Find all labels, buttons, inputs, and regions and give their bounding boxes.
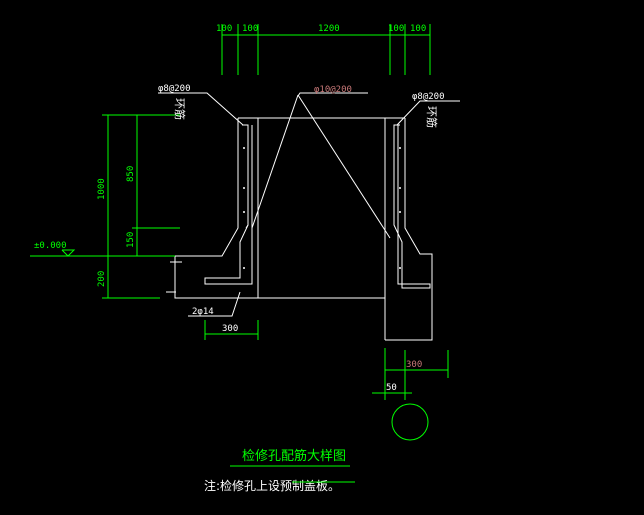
- leader-lines: [158, 92, 460, 317]
- drawing-title: 检修孔配筋大样图: [242, 448, 346, 464]
- rebar-dot: [399, 267, 401, 269]
- rebar-dot: [399, 211, 401, 213]
- right-rebar-spec: φ8@200: [412, 92, 445, 102]
- top-dim-text-5: 100: [410, 24, 426, 34]
- left-labels: φ8@200 环筋 1000 850 150 ±0.000 200 2φ14: [34, 84, 214, 317]
- rebar-lines: [204, 94, 431, 289]
- elevation-symbol: [61, 249, 76, 257]
- detail-marker-circle: [391, 403, 429, 441]
- rebar-dot: [399, 187, 401, 189]
- top-dim-text-2: 100: [242, 24, 258, 34]
- rebar-dot: [399, 147, 401, 149]
- rebar-dot: [243, 267, 245, 269]
- right-bottom-dimensions: [372, 348, 449, 400]
- top-dim-text-3: 1200: [318, 24, 340, 34]
- rebar-dot: [243, 211, 245, 213]
- right-labels: φ8@200 环筋: [412, 92, 445, 128]
- bottom-rebar-leader: [188, 291, 241, 317]
- rebar-dot: [243, 187, 245, 189]
- left-wall-outer: [175, 118, 239, 257]
- diag-rebar-left: [251, 94, 299, 229]
- diag-rebar-left-b: [245, 224, 249, 229]
- base-height-text: 200: [97, 271, 107, 287]
- left-leader: [158, 92, 244, 126]
- height-lower-text: 150: [126, 232, 136, 248]
- drawing-note: 注:检修孔上设预制盖板。: [204, 478, 340, 493]
- top-dimension-chain: [221, 24, 431, 75]
- center-leader: [297, 92, 368, 97]
- left-ring-rebar: [204, 124, 253, 285]
- right-ring-rebar: [393, 124, 431, 289]
- left-base: [174, 256, 258, 299]
- concrete-outline: [174, 117, 433, 341]
- right-width-text: 300: [406, 360, 422, 370]
- left-dimensions: [30, 114, 180, 299]
- center-rebar-spec: φ10@200: [314, 85, 352, 95]
- bottom-width-text: 300: [222, 324, 238, 334]
- right-wall-outer: [385, 118, 433, 341]
- right-leader: [396, 100, 460, 126]
- left-dim-ticks: [166, 261, 182, 293]
- height-upper-text: 850: [126, 166, 136, 182]
- top-dimension-texts: 100 100 1200 100 100: [216, 24, 426, 34]
- rebar-dots: [243, 147, 401, 269]
- bottom-rebar-text: 2φ14: [192, 307, 214, 317]
- right-rebar-name: 环筋: [425, 106, 439, 128]
- height-total-text: 1000: [97, 178, 107, 200]
- elevation-text: ±0.000: [34, 241, 67, 251]
- top-dim-text-4: 100: [388, 24, 404, 34]
- right-offset-text: 50: [386, 383, 397, 393]
- left-rebar-name: 环筋: [173, 98, 187, 120]
- rebar-dot: [243, 147, 245, 149]
- bottom-width-dimension: [204, 320, 259, 340]
- top-dim-text-1: 100: [216, 24, 232, 34]
- diag-rebar-right: [297, 94, 391, 239]
- left-rebar-spec: φ8@200: [158, 84, 191, 94]
